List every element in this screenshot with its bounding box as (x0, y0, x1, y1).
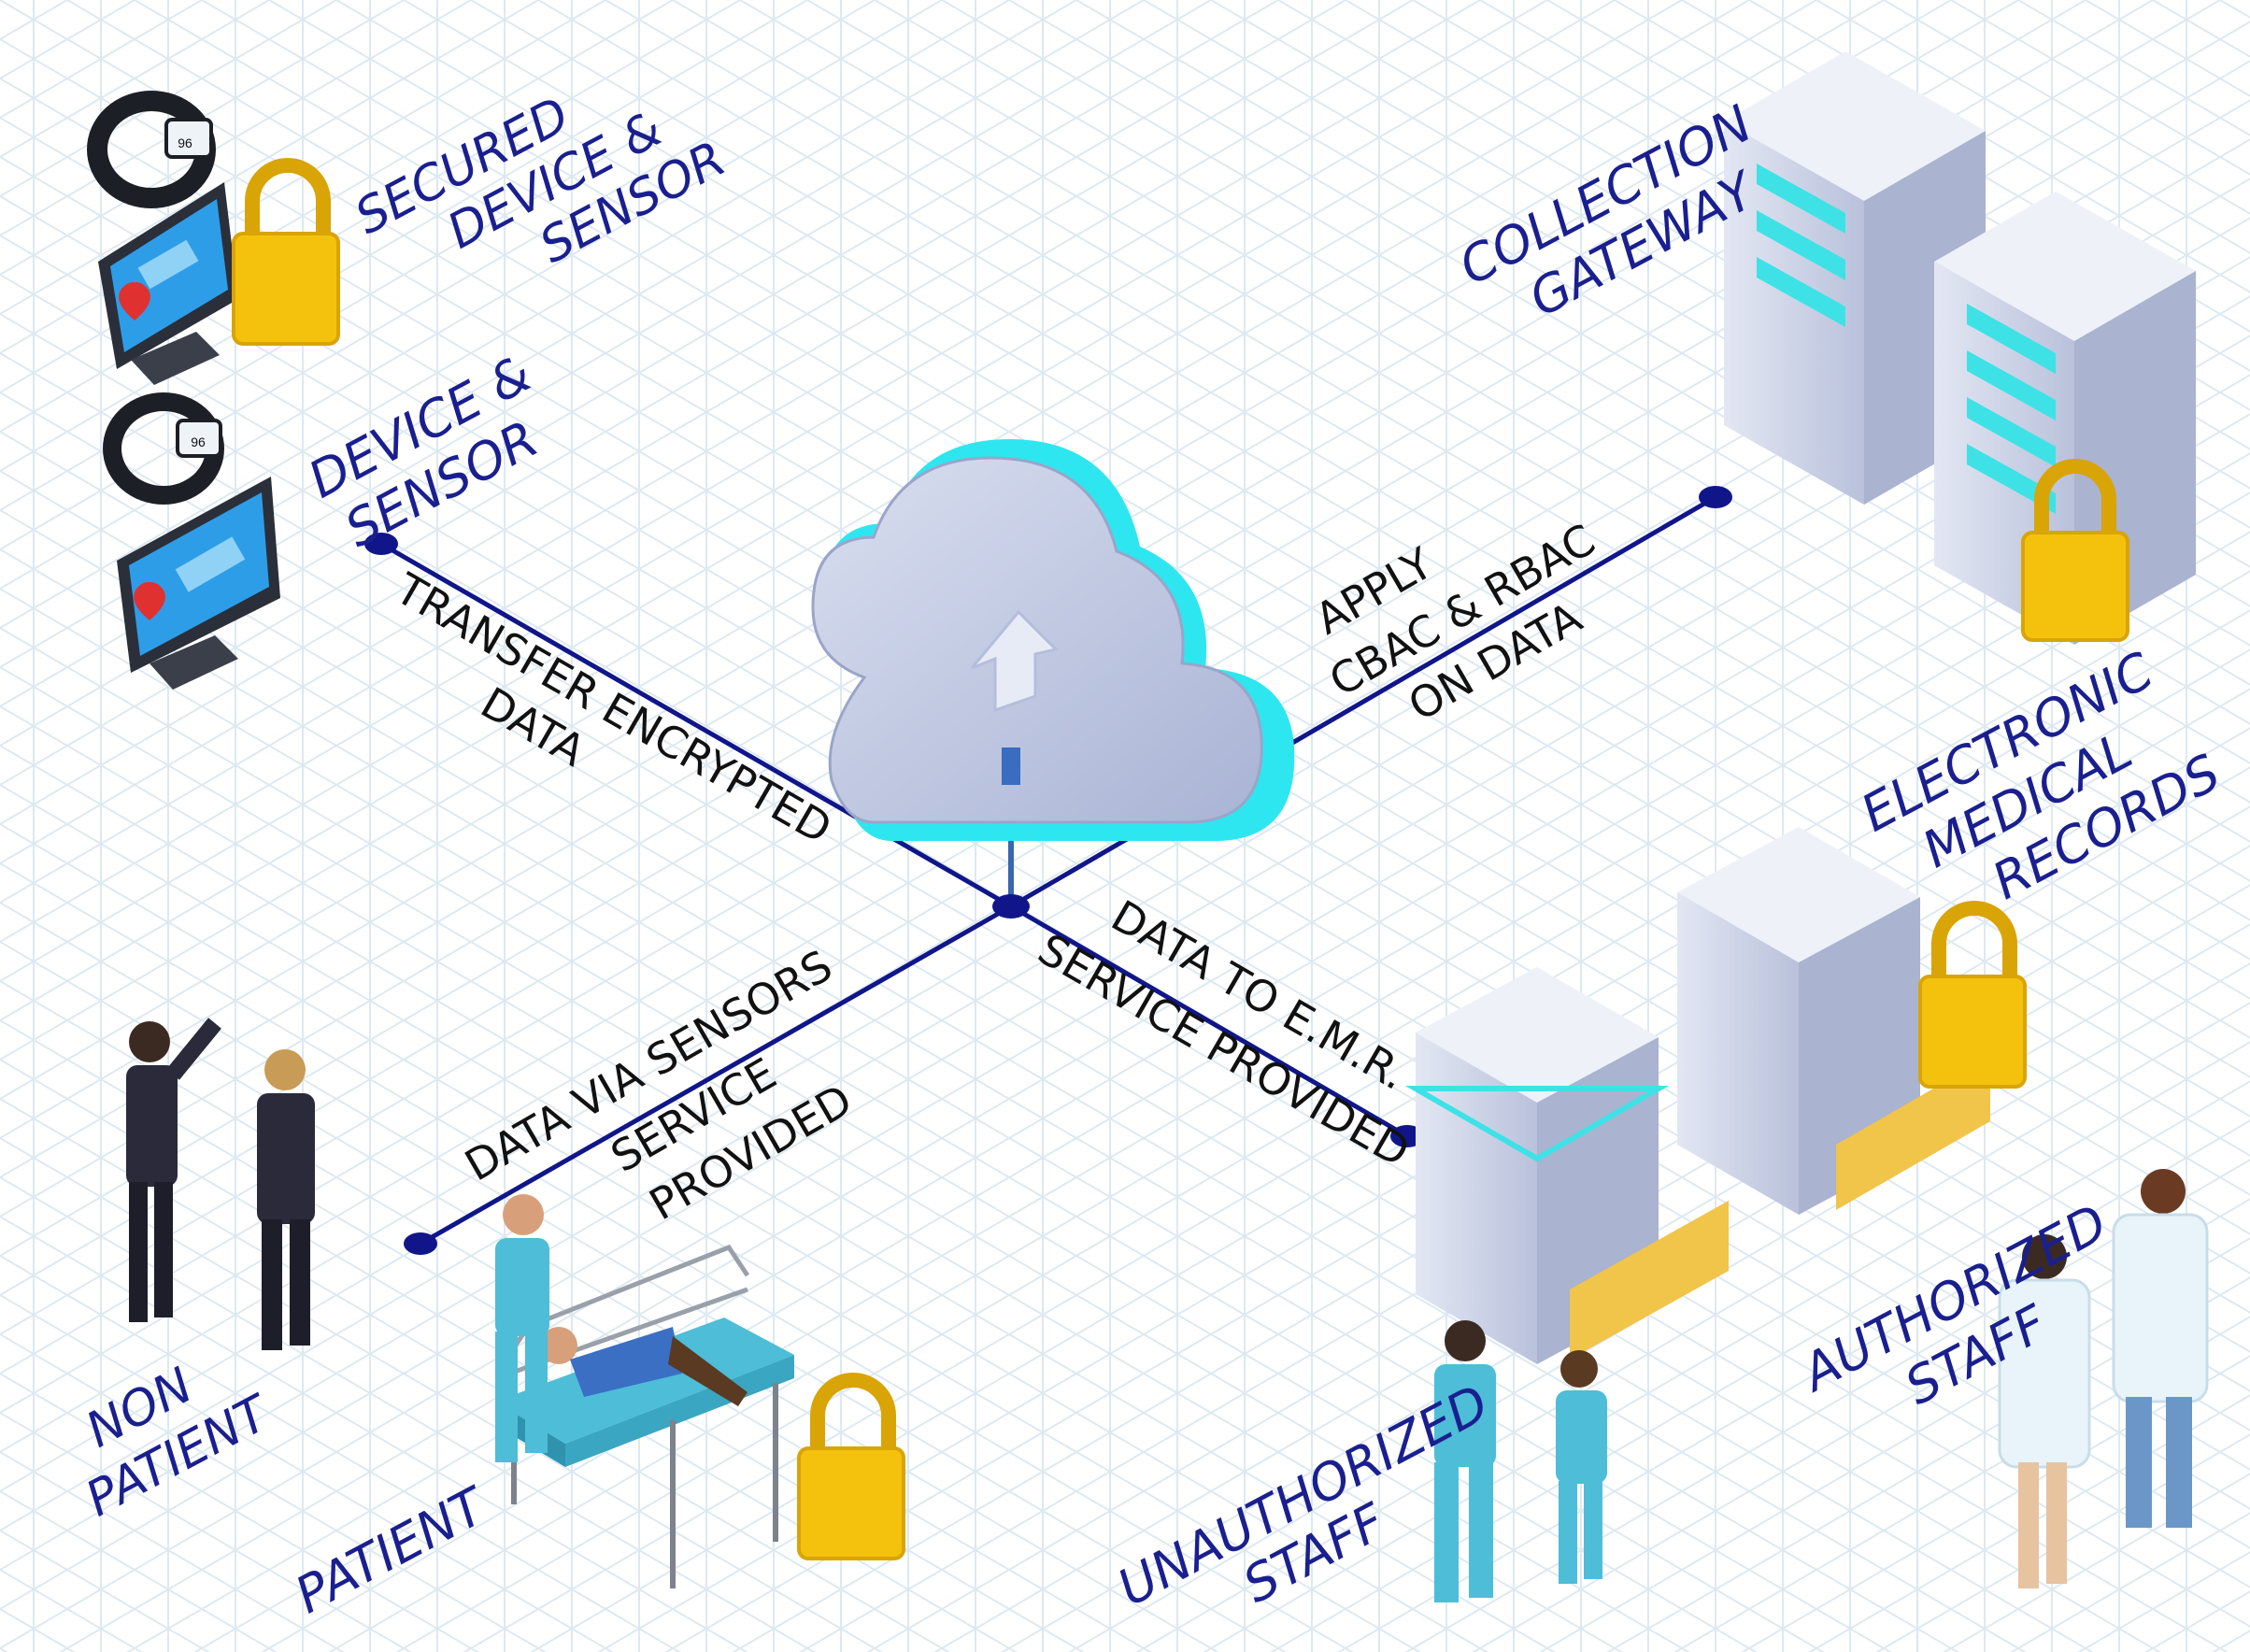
line-to-emr (1009, 904, 1409, 1139)
node-collection-gateway (1699, 486, 1732, 508)
line-to-patient (419, 904, 1013, 1246)
heart-icon (119, 282, 150, 320)
secured-device-sensor-icon: 96 (87, 91, 340, 385)
heart-icon (134, 582, 165, 620)
watch-reading: 96 (191, 434, 206, 449)
node-device-sensor (364, 533, 398, 555)
authorized-staff-icon (1998, 1169, 2209, 1588)
lock-icon (1918, 901, 2027, 1089)
lock-icon (232, 158, 340, 346)
line-to-device-sensor (379, 541, 1013, 909)
unauthorized-staff-icon (1434, 1320, 1607, 1602)
node-hub (992, 894, 1030, 919)
node-patient (404, 1232, 437, 1255)
emr-cabinets-icon (1404, 827, 2027, 1364)
collection-gateway-servers-icon (1724, 51, 2196, 645)
cloud-icon (811, 439, 1295, 841)
device-sensor-icon: 96 (103, 392, 280, 690)
non-patient-people-icon (126, 1018, 315, 1350)
lock-icon (2021, 459, 2129, 642)
patient-stretcher-icon (495, 1194, 905, 1588)
upload-arrow-icon (970, 609, 1059, 713)
watch-reading: 96 (178, 135, 192, 150)
lock-icon (797, 1373, 905, 1560)
